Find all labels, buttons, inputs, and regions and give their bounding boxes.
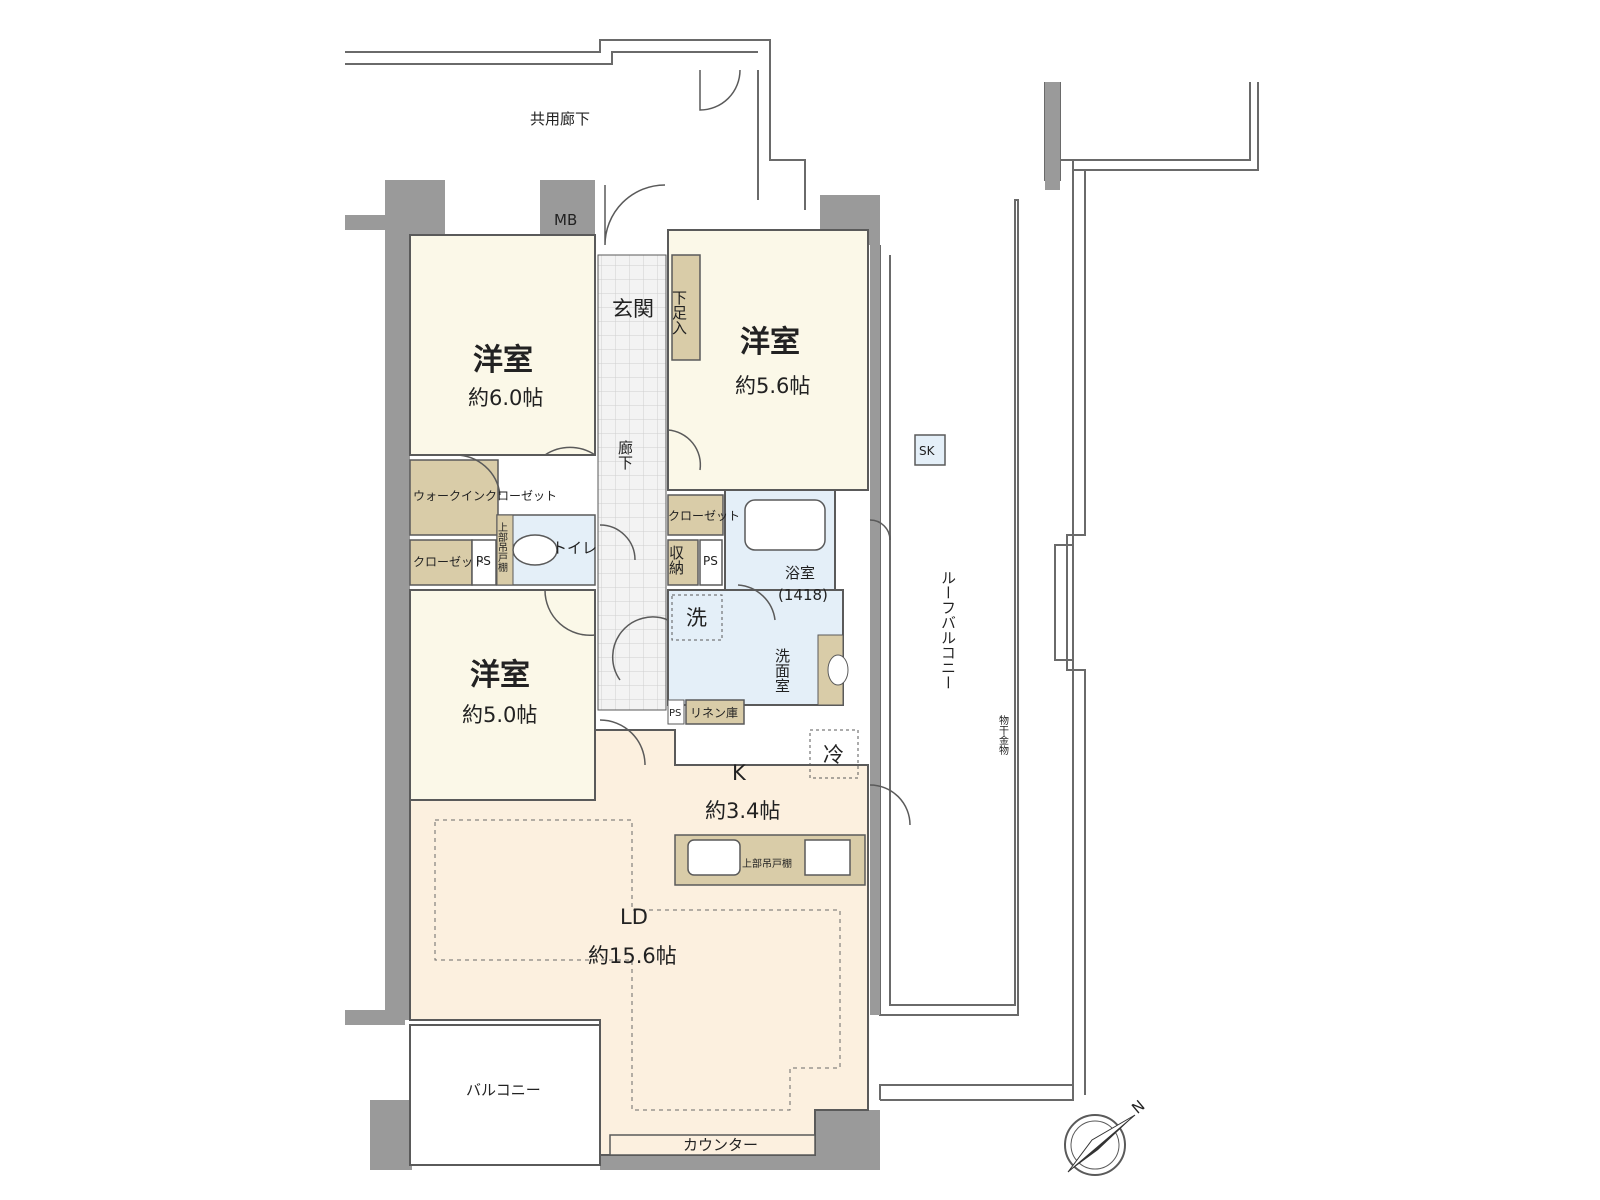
ps-left [471,539,497,586]
stove [804,839,851,876]
ps-small-label: PS [669,708,681,719]
laundry-hanger-label: 物干金物 [997,714,1009,756]
linen-label: リネン庫 [690,706,738,720]
counter-label: カウンター [683,1136,758,1154]
fridge-space [809,729,859,779]
walkin-closet [409,459,499,536]
sk-box [914,434,946,466]
closet-right [667,494,724,536]
kitchen-name: K [732,761,747,785]
balcony-label: バルコニー [466,1081,541,1099]
genkan-label: 玄関 [612,297,654,321]
ps-left-label: PS [476,554,491,568]
washer-space [671,594,723,641]
bedroom-1-name: 洋室 [473,343,533,378]
storage-label: 収納 [667,545,685,576]
ld-name: LD [620,905,648,929]
walls [345,180,880,1170]
washer-label: 洗 [686,606,707,630]
bedroom-2-area: 約5.6帖 [735,374,810,398]
counter-strip [609,1134,816,1156]
kitchen-area: 約3.4帖 [705,799,780,823]
storage-box [667,539,699,586]
bedroom-1 [409,234,596,456]
bath-size-label: (1418) [778,586,828,604]
compass-icon [1064,1114,1136,1176]
hallway-label: 廊下 [616,440,634,470]
fridge-label: 冷 [823,743,844,767]
ps-right [699,539,723,586]
shoe-storage-label: 下足入 [670,290,688,335]
shoe-storage [671,254,701,361]
kitchen-shelf-label: 上部吊戸棚 [742,857,792,870]
ld-area-label: 約15.6帖 [588,944,677,968]
bathtub [744,499,826,551]
bedroom-3-area: 約5.0帖 [462,703,537,727]
doors [454,69,911,826]
bedroom-3-name: 洋室 [470,658,530,693]
toilet-bowl [512,534,558,566]
bedroom-2-name: 洋室 [740,325,800,360]
north-label: N [1128,1097,1148,1118]
toilet-label: トイレ [552,539,597,557]
bedroom-3 [409,589,596,801]
bath-label: 浴室 [785,564,815,582]
ps-right-label: PS [703,554,718,568]
washroom-label: 洗面室 [773,648,791,693]
toilet-shelf-label: 上部吊戸棚 [496,522,508,573]
sk-label: SK [919,444,936,458]
closet-left [409,539,473,586]
common-corridor-label: 共用廊下 [530,110,590,128]
ps-small [667,699,685,725]
roof-balcony-outline [879,160,1086,1100]
small-balcony [409,1024,601,1166]
closet-right-label: クローゼット [668,509,740,523]
walkin-label: ウォークインクローゼット [413,489,557,503]
column-top-right [1045,82,1060,190]
bedroom-1-area: 約6.0帖 [468,386,543,410]
washbasin [827,654,849,686]
sink [687,839,741,876]
ld-dashed-outline [434,819,841,1111]
hallway-floor [597,254,667,711]
closet-left-label: クローゼット [413,555,485,569]
roof-balcony-label: ルーフバルコニー [939,570,957,690]
mb-label: MB [554,211,577,229]
linen-closet [685,699,745,725]
